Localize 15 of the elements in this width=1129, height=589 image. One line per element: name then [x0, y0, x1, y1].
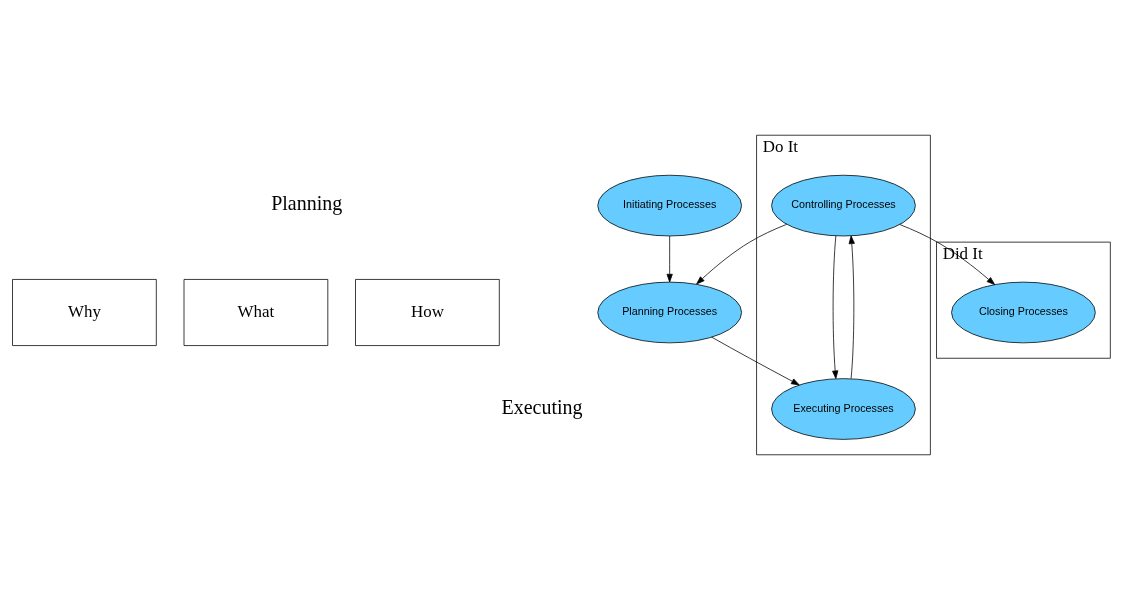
node-box: Why — [12, 278, 157, 346]
label: Executing — [501, 395, 583, 418]
node-box: How — [355, 278, 500, 346]
arrow — [696, 223, 788, 284]
node-ellipse: Controlling Processes — [771, 174, 916, 236]
node-ellipse: Planning Processes — [597, 281, 742, 343]
arrow — [666, 235, 673, 282]
arrow — [711, 336, 800, 385]
label: Planning — [271, 191, 343, 214]
node-ellipse: Closing Processes — [951, 281, 1096, 343]
arrow — [848, 235, 855, 379]
arrow — [899, 223, 996, 285]
arrow — [832, 235, 839, 379]
node-ellipse: Initiating Processes — [597, 174, 742, 236]
node-box: What — [183, 278, 329, 346]
